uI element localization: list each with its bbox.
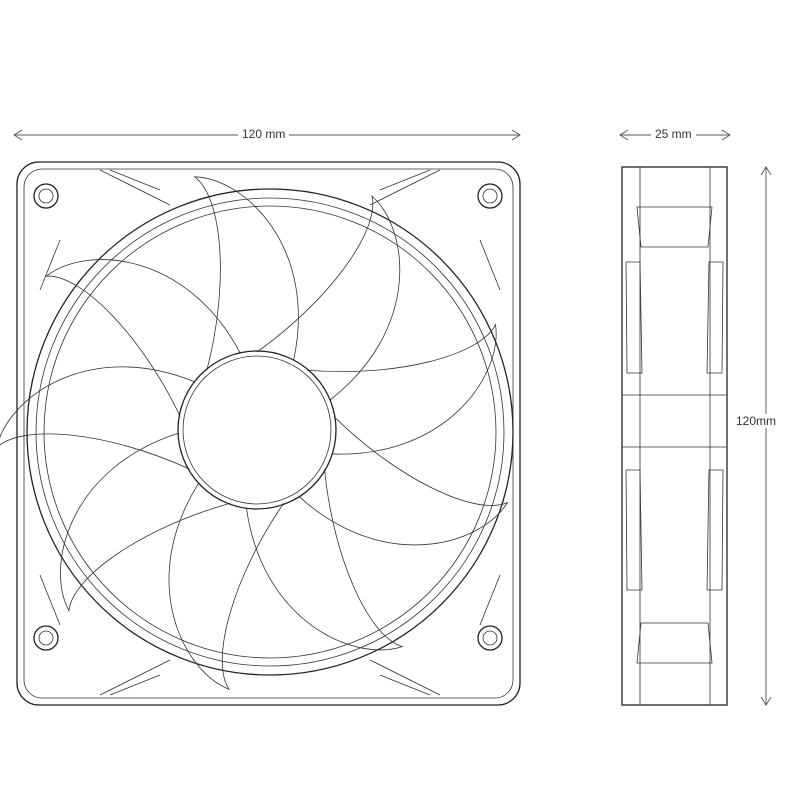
depth-label: 25 mm: [651, 127, 696, 141]
fan-blade: [168, 482, 285, 691]
fan-blade: [246, 468, 404, 651]
fan-blades: [0, 176, 509, 691]
height-label: 120mm: [732, 414, 781, 428]
fan-blade: [45, 259, 241, 417]
fan-blade: [298, 416, 509, 546]
mounting-holes: [33, 183, 503, 651]
fan-blade: [307, 323, 497, 455]
fan-front-view: [0, 161, 521, 706]
fan-blade: [193, 176, 299, 371]
fan-blade: [60, 432, 231, 612]
width-label: 120 mm: [238, 127, 290, 141]
fan-side-view: [621, 166, 728, 706]
mounting-hole-icon: [477, 183, 503, 209]
mounting-hole-icon: [33, 183, 59, 209]
corner-braces: [39, 169, 501, 696]
height-dimension-arrow: [760, 166, 772, 706]
fan-blade: [0, 366, 195, 470]
fan-hub: [177, 350, 337, 510]
fan-blade: [256, 194, 401, 401]
mounting-hole-icon: [33, 625, 59, 651]
mounting-hole-icon: [477, 625, 503, 651]
